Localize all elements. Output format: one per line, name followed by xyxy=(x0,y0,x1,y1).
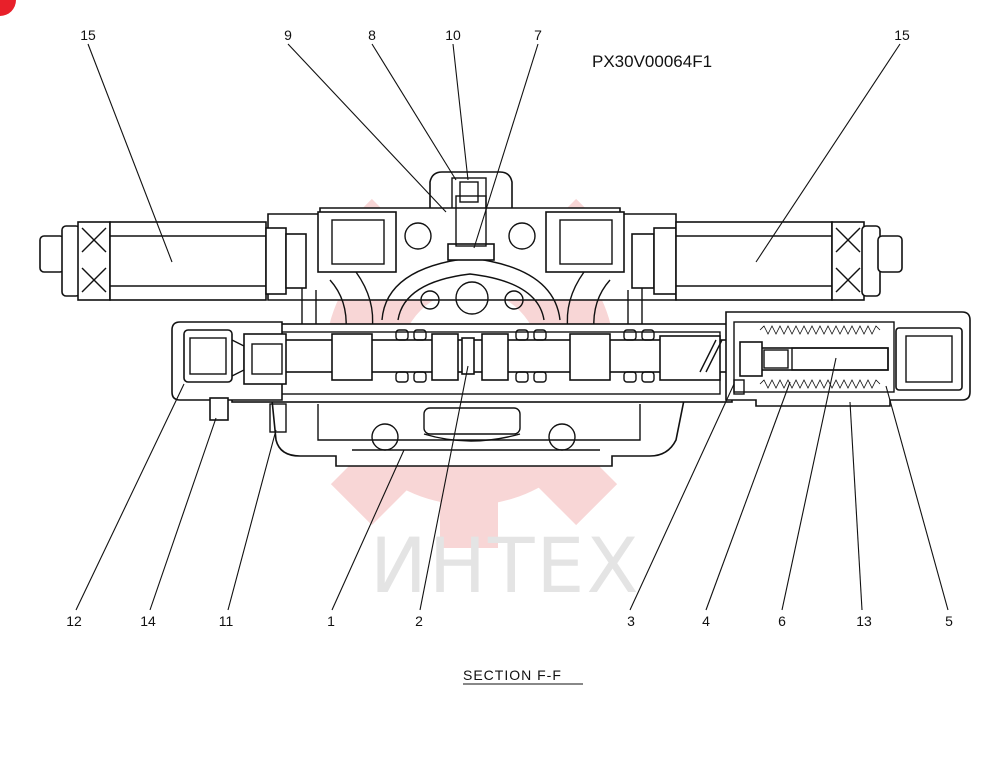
left-end-cap xyxy=(171,321,287,433)
label-11: 11 xyxy=(219,613,234,629)
watermark-text: ИНТЕХ xyxy=(370,521,641,610)
label-4: 4 xyxy=(702,613,710,629)
valve-body xyxy=(231,171,733,467)
label-9: 9 xyxy=(284,27,292,43)
solenoid-left xyxy=(39,221,307,301)
label-1: 1 xyxy=(327,613,335,629)
label-15-right: 15 xyxy=(894,27,910,43)
label-12: 12 xyxy=(66,613,82,629)
corner-badge xyxy=(0,0,16,16)
spool xyxy=(253,329,751,383)
section-caption: SECTION F-F xyxy=(463,667,562,683)
label-3: 3 xyxy=(627,613,635,629)
label-7: 7 xyxy=(534,27,542,43)
label-15-left: 15 xyxy=(80,27,96,43)
part-labels: 15 9 8 10 7 15 12 14 11 1 2 3 4 6 13 5 xyxy=(66,27,953,629)
label-10: 10 xyxy=(445,27,461,43)
label-2: 2 xyxy=(415,613,423,629)
right-spring-cap xyxy=(725,311,971,407)
label-5: 5 xyxy=(945,613,953,629)
drawing-code: PX30V00064F1 xyxy=(592,52,712,71)
label-8: 8 xyxy=(368,27,376,43)
spring-lower xyxy=(759,379,881,389)
solenoid-right xyxy=(631,221,903,301)
spring-upper xyxy=(759,325,881,335)
leader-lines xyxy=(75,43,949,611)
label-6: 6 xyxy=(778,613,786,629)
label-14: 14 xyxy=(140,613,156,629)
label-13: 13 xyxy=(856,613,872,629)
